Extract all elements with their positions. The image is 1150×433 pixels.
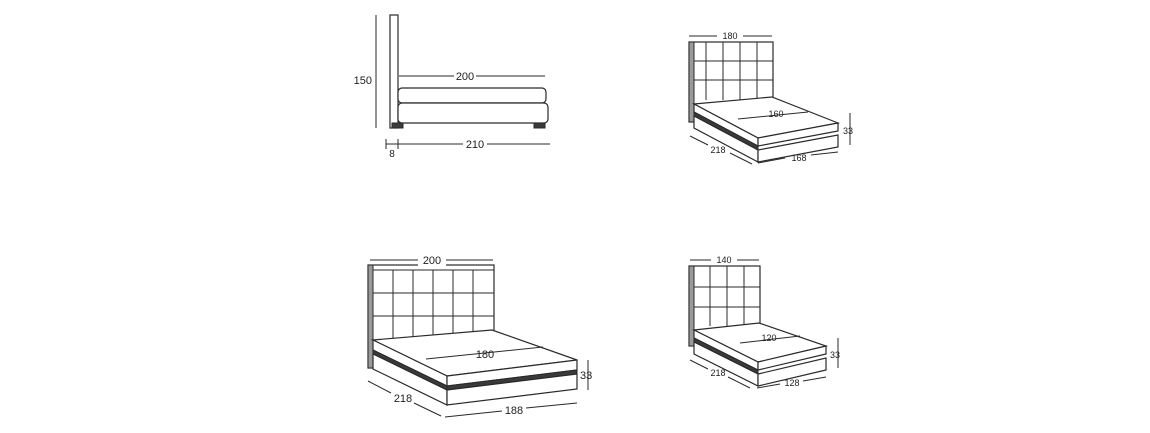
bed-180-length-line-a — [689, 135, 709, 146]
bed-180-headboard-width-label-bg — [717, 29, 743, 41]
bed-200-headboard-width-label: 200 — [423, 255, 441, 267]
bed-180-drawing: 180 160 33 218 168 — [688, 29, 853, 165]
side-mattress — [397, 87, 547, 104]
bed-180-base-width-label: 168 — [791, 153, 806, 163]
bed-200-length-label: 218 — [394, 393, 412, 405]
bed-200-headboard-width-label-bg — [418, 253, 446, 266]
bed-180-base-width-line-b — [810, 151, 839, 156]
bed-180-height-label: 33 — [843, 126, 853, 136]
bed-200-base-width-line-a — [444, 410, 503, 418]
bed-140-headboard-side — [688, 265, 695, 347]
bed-140-mattress-width-label: 120 — [761, 333, 776, 343]
side-headboard — [389, 14, 399, 129]
bed-180-base-side — [757, 134, 839, 163]
bed-200-mattress-seam — [425, 346, 544, 360]
side-length-label: 200 — [456, 71, 474, 83]
side-total-length-label: 210 — [466, 139, 484, 151]
bed-200-length-line-a — [367, 380, 392, 394]
bed-140-length-label: 218 — [710, 368, 725, 378]
bed-140-base-side — [757, 357, 827, 387]
bed-140-length-line-a — [689, 359, 709, 370]
bed-140-headboard-grid — [694, 266, 760, 326]
bed-140-base-width-line-a — [756, 383, 781, 389]
bed-200-base-side — [446, 373, 578, 406]
bed-200-headboard-side — [367, 264, 374, 369]
bed-180-mattress-width-label: 160 — [768, 109, 783, 119]
bed-180-headboard-width-label: 180 — [722, 31, 737, 41]
bed-140-base-width-label: 128 — [784, 378, 799, 388]
bed-180-headboard-grid — [694, 42, 773, 100]
side-leg-front — [391, 122, 404, 129]
bed-180-mattress-side — [757, 122, 839, 147]
bed-200-headboard-grid — [373, 269, 494, 340]
bed-140-headboard-width-label: 140 — [716, 255, 731, 265]
bed-180-base-width-line-a — [757, 157, 786, 164]
side-headboard-depth-label: 8 — [389, 149, 395, 160]
bed-140-mattress-seam — [739, 335, 801, 344]
bed-140-mattress-side — [757, 345, 827, 371]
bed-140-headboard-width-label-bg — [711, 253, 737, 265]
bed-140-length-line-b — [727, 376, 751, 389]
bed-180-headboard-side — [688, 41, 695, 123]
bed-180-length-line-b — [729, 152, 753, 165]
side-height-label: 150 — [354, 75, 372, 87]
bed-200-drawing: 200 180 33 218 188 — [367, 253, 592, 418]
bed-200-base-width-line-b — [525, 402, 578, 409]
bed-200-length-line-b — [413, 402, 442, 417]
bed-200-mattress-width-label: 180 — [476, 349, 494, 361]
side-base — [397, 102, 549, 124]
side-leg-back — [533, 122, 546, 129]
bed-140-drawing: 140 120 33 218 128 — [688, 253, 840, 389]
bed-180-length-label: 218 — [710, 145, 725, 155]
bed-140-base-width-line-b — [802, 376, 827, 382]
side-view-drawing: 150 200 210 8 — [354, 14, 550, 160]
bed-200-base-width-label: 188 — [505, 405, 523, 417]
bed-180-mattress-seam — [737, 111, 809, 120]
bed-200-height-label: 33 — [580, 370, 592, 382]
bed-140-height-label: 33 — [830, 350, 840, 360]
